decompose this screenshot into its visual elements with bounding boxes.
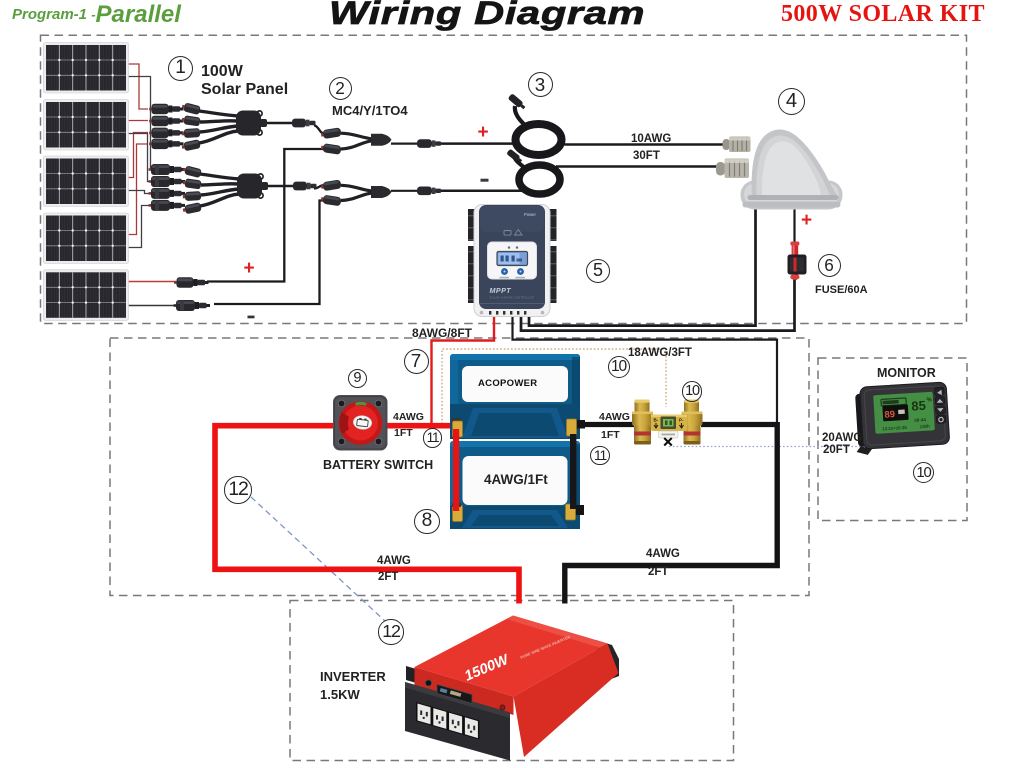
svg-text:85: 85: [911, 398, 926, 414]
svg-text:P-: P-: [679, 418, 684, 423]
svg-text:89: 89: [884, 409, 895, 421]
svg-text:Power: Power: [524, 212, 536, 217]
svg-text:08:44: 08:44: [914, 417, 926, 423]
svg-text:%: %: [926, 397, 932, 403]
svg-text:13.2v=10.3b: 13.2v=10.3b: [882, 425, 907, 432]
svg-text:MPPT: MPPT: [490, 286, 512, 295]
svg-text:SOLAR CHARGE CONTROLLER: SOLAR CHARGE CONTROLLER: [490, 297, 535, 300]
svg-text:B-: B-: [654, 418, 659, 423]
svg-text:130h: 130h: [920, 423, 931, 429]
